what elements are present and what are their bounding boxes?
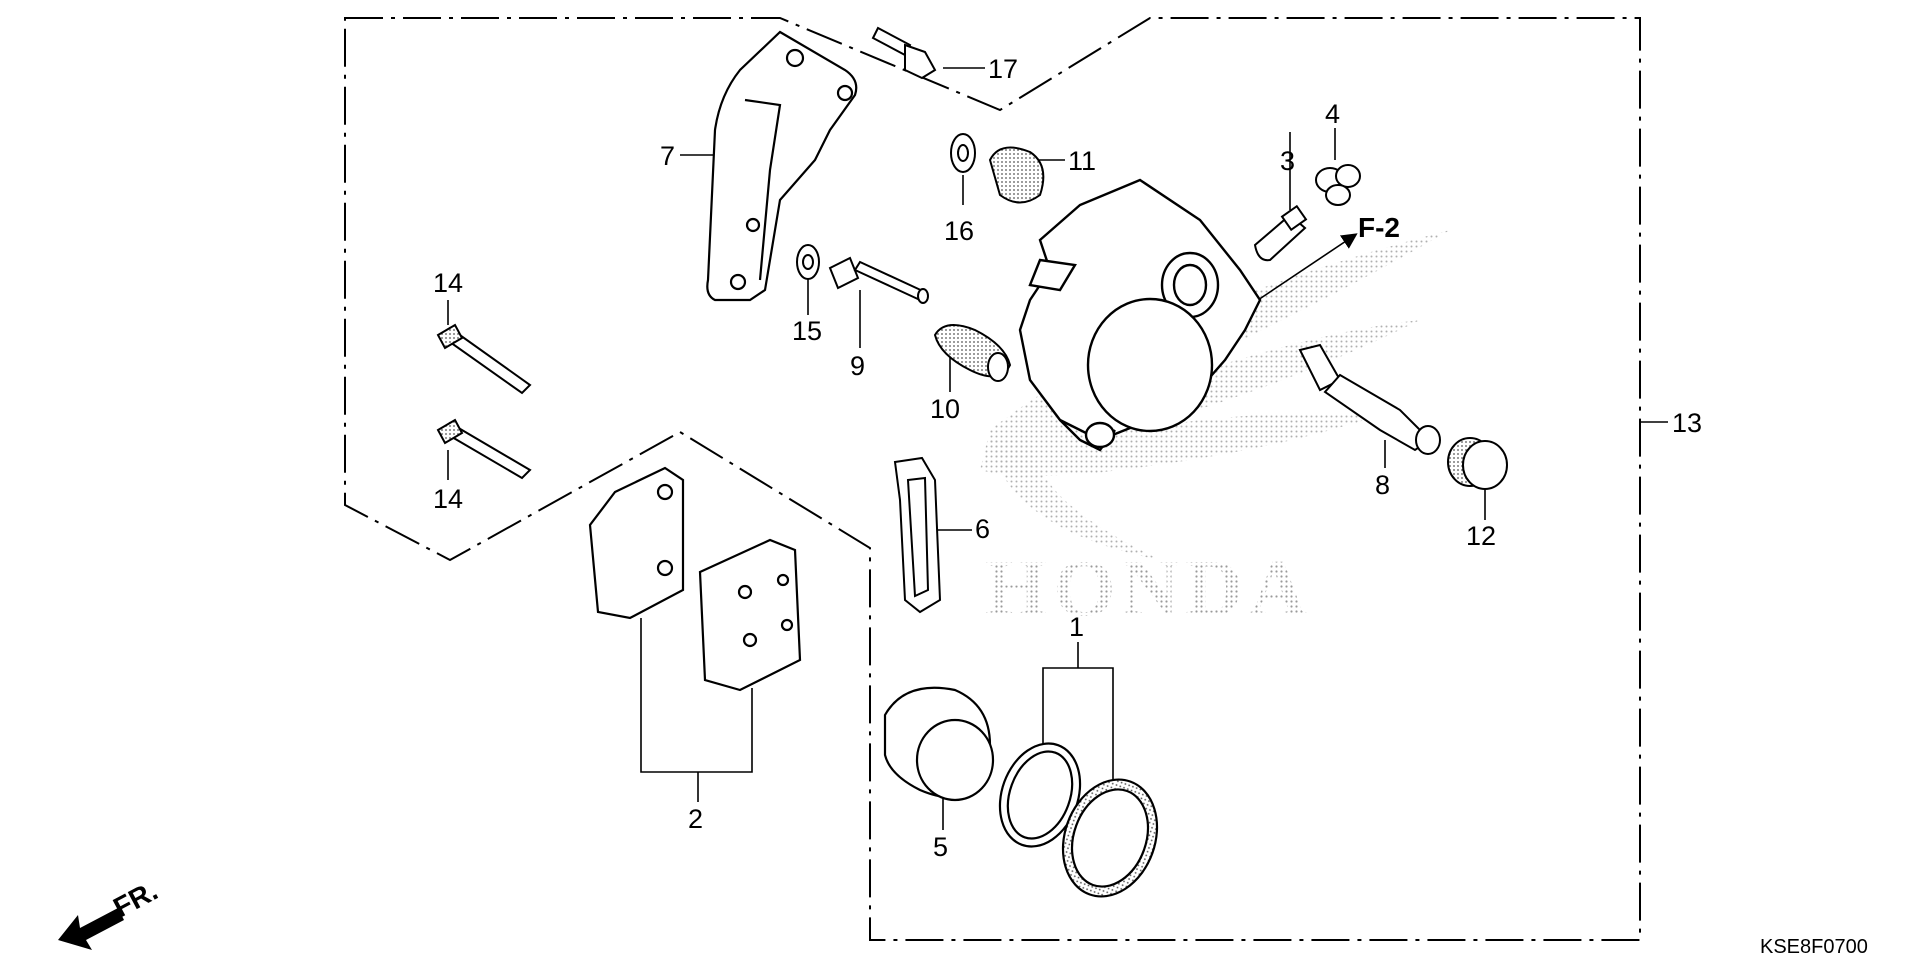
callout-6: 6 [975, 514, 990, 544]
direction-arrow-label: F-2 [1358, 212, 1400, 243]
callout-7: 7 [660, 141, 675, 171]
callout-2: 2 [688, 804, 703, 834]
bleeder-screw-part-3 [1253, 204, 1308, 262]
brake-pads-part-2 [588, 466, 802, 692]
brake-pad-inner [698, 538, 802, 692]
callout-16: 16 [944, 216, 974, 246]
callout-15: 15 [792, 316, 822, 346]
callout-12: 12 [1466, 521, 1496, 551]
cap-part-12 [1447, 437, 1508, 490]
caliper-bracket-part-7 [706, 30, 858, 302]
slide-pin-part-9 [828, 256, 929, 304]
callout-17: 17 [988, 54, 1018, 84]
diagram-code: KSE8F0700 [1760, 936, 1868, 958]
pad-pin-part-14-lower [436, 418, 532, 480]
pad-pin-part-14-upper [436, 323, 532, 395]
callout-9: 9 [850, 351, 865, 381]
callout-5: 5 [933, 832, 948, 862]
callout-3: 3 [1280, 146, 1295, 176]
brake-pad-outer [588, 466, 685, 620]
front-direction-arrow: FR. [58, 875, 163, 950]
honda-watermark-text: HONDA [985, 545, 1313, 633]
callout-14-lower: 14 [433, 484, 463, 514]
cap-part-4 [1315, 164, 1361, 206]
callouts: 1 2 3 4 5 6 7 8 9 10 11 12 13 14 14 15 1… [433, 54, 1702, 862]
washer-part-15 [796, 244, 820, 280]
callout-4: 4 [1325, 99, 1340, 129]
piston-part-5 [883, 686, 995, 802]
boot-part-11 [988, 146, 1045, 204]
callout-8: 8 [1375, 470, 1390, 500]
caliper-body [1018, 178, 1262, 452]
pin-part-8 [1298, 343, 1441, 455]
boot-part-10 [933, 324, 1012, 382]
callout-14-upper: 14 [433, 268, 463, 298]
callout-11: 11 [1068, 146, 1096, 176]
caliper-assembly-outline [344, 17, 1641, 941]
callout-1: 1 [1069, 612, 1084, 642]
callout-10: 10 [930, 394, 960, 424]
washer-part-16 [950, 133, 976, 173]
front-arrow-icon [58, 908, 124, 950]
seals-part-1 [998, 742, 1159, 898]
pad-spring-part-6 [893, 456, 942, 614]
bolt-part-17 [871, 26, 937, 80]
callout-13: 13 [1672, 408, 1702, 438]
assembly-outlines [344, 17, 1641, 941]
